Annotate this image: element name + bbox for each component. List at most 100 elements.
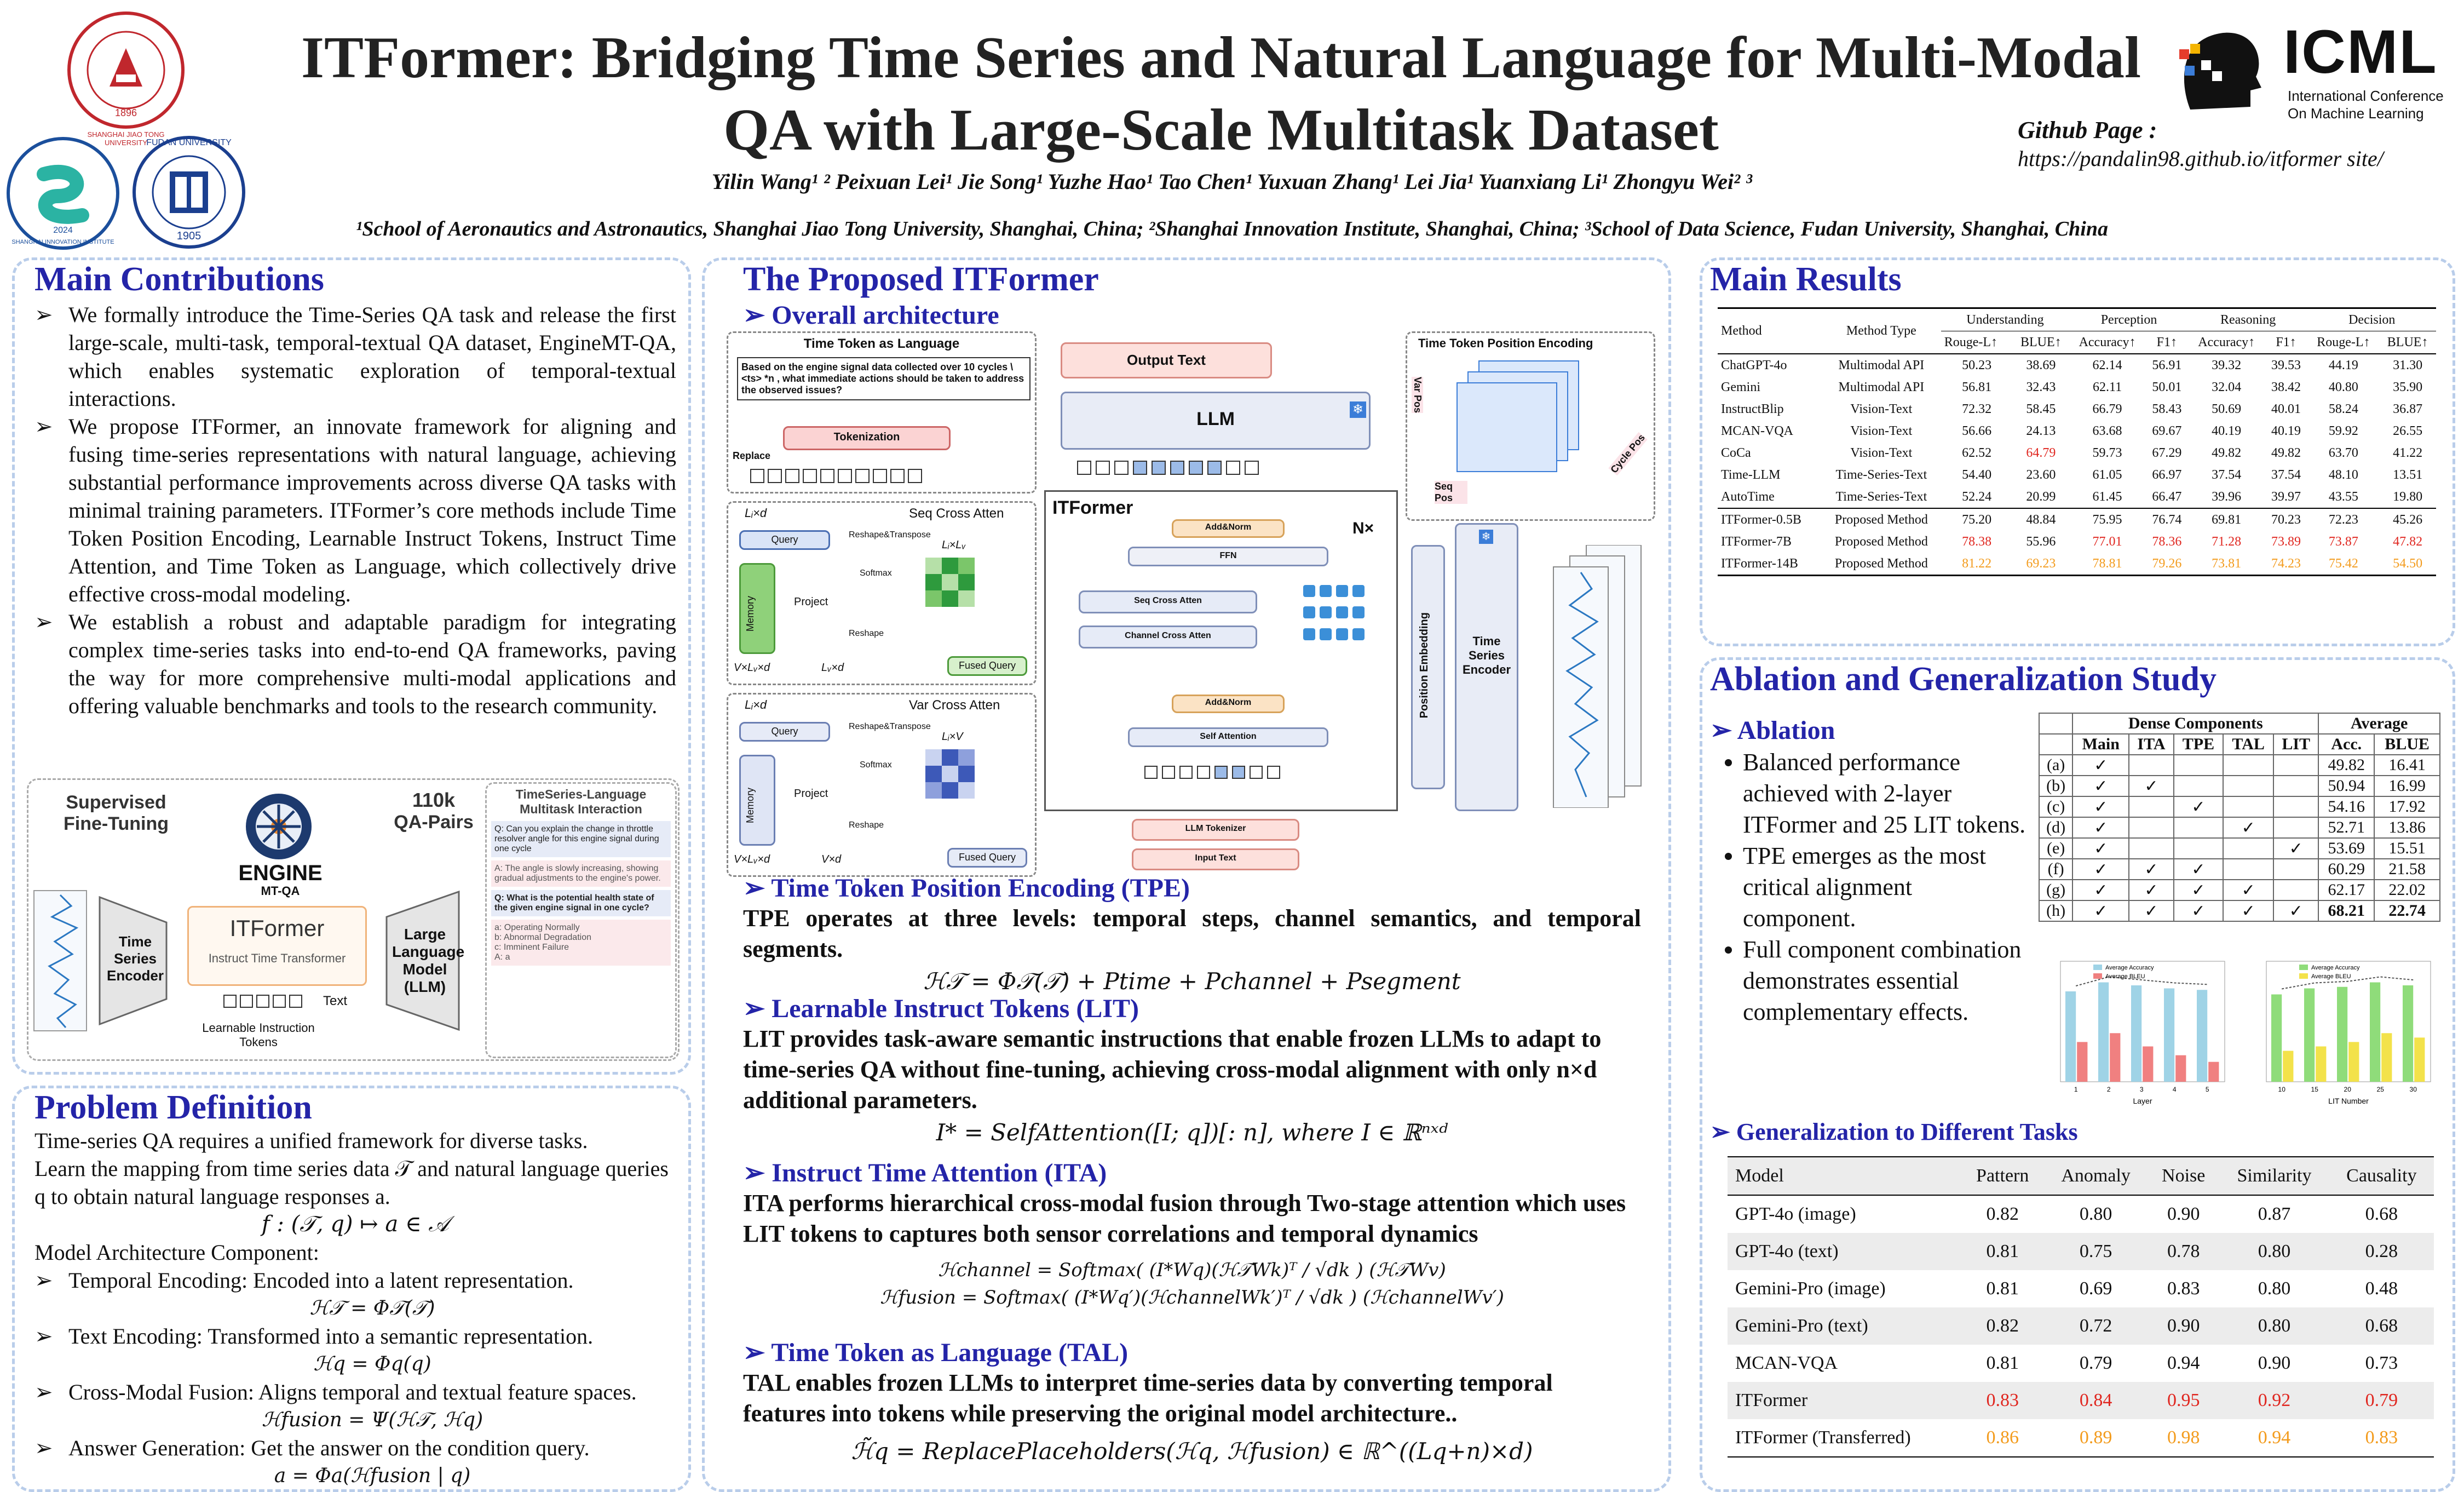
results-title: Main Results bbox=[1710, 261, 1902, 298]
dim-label: Lᵢ×d bbox=[745, 506, 767, 520]
input-text-box: Input Text bbox=[1132, 848, 1299, 870]
seq-cross-atten-title: Seq Cross Atten bbox=[909, 506, 1004, 521]
memory-label: Memory bbox=[745, 596, 756, 632]
component-eq: ℋ𝒯 = Φ𝒯(𝒯) bbox=[309, 1297, 435, 1319]
generalization-cell: 0.75 bbox=[2079, 1241, 2112, 1261]
results-header-cell: Rouge-L↑ bbox=[1944, 335, 1998, 349]
token-row bbox=[750, 469, 922, 483]
ts-encoder-label: Time Series Encoder bbox=[106, 933, 164, 984]
reshape-transpose-label: Reshape&Transpose bbox=[849, 722, 931, 731]
results-cell: 61.05 bbox=[2092, 467, 2122, 482]
reshape-transpose-label: Reshape&Transpose bbox=[849, 530, 931, 540]
generalization-cell: GPT-4o (image) bbox=[1735, 1204, 1856, 1224]
generalization-cell: 0.86 bbox=[1986, 1427, 2019, 1448]
ablation-bullet: Full component combination demonstrates … bbox=[1743, 934, 2028, 1028]
ablation-cell: ✓ bbox=[2128, 900, 2174, 922]
generalization-cell: 0.87 bbox=[2258, 1204, 2291, 1224]
results-cell: 23.60 bbox=[2026, 467, 2056, 482]
pairs-label: QA-Pairs bbox=[394, 812, 474, 833]
ts-encoder-box-label: Time Series Encoder bbox=[1462, 634, 1511, 676]
chart-tick-label: 3 bbox=[2140, 1086, 2144, 1093]
results-group-row: Method Method Type Understanding Percept… bbox=[1718, 308, 2436, 354]
ablation-cell: ✓ bbox=[2128, 858, 2174, 880]
ablation-cell bbox=[2273, 754, 2319, 776]
generalization-cell: 0.84 bbox=[2079, 1390, 2112, 1410]
results-cell: 49.82 bbox=[2271, 445, 2301, 460]
reshape-label: Reshape bbox=[849, 820, 884, 830]
results-cell: 76.74 bbox=[2152, 512, 2182, 527]
ablation-cell: (g) bbox=[2038, 879, 2074, 901]
ablation-cell bbox=[2223, 837, 2275, 859]
results-cell: MCAN-VQA bbox=[1721, 423, 1793, 438]
ablation-group-cell: Average bbox=[2318, 713, 2440, 734]
lit-token-row bbox=[223, 995, 311, 1008]
generalization-cell: 0.83 bbox=[2167, 1278, 2200, 1299]
addnorm-label: Add&Norm bbox=[1205, 698, 1252, 707]
dim-label: Lᵢ×V bbox=[942, 731, 963, 743]
results-cell: 58.43 bbox=[2152, 401, 2182, 416]
results-cell: 64.79 bbox=[2026, 445, 2056, 460]
results-cell: 40.19 bbox=[2212, 423, 2242, 438]
results-cell: 40.19 bbox=[2271, 423, 2301, 438]
ablation-cell: 16.41 bbox=[2374, 754, 2440, 776]
generalization-cell: 0.94 bbox=[2258, 1427, 2291, 1448]
ablation-header-cell: BLUE bbox=[2374, 733, 2440, 755]
chart-bar-accuracy bbox=[2403, 985, 2414, 1082]
ablation-cell: (a) bbox=[2038, 754, 2074, 776]
ttpe-title: Time Token Position Encoding bbox=[1418, 336, 1593, 350]
results-cell: 63.68 bbox=[2092, 423, 2122, 438]
chart-tick-label: 4 bbox=[2173, 1086, 2177, 1093]
ablation-cell bbox=[2173, 837, 2224, 859]
results-cell: 73.89 bbox=[2271, 534, 2301, 549]
output-text-box: Output Text bbox=[1061, 342, 1272, 378]
ablation-cell: 62.17 bbox=[2318, 879, 2375, 901]
generalization-cell: 0.90 bbox=[2167, 1204, 2200, 1224]
generalization-cell: 0.48 bbox=[2365, 1278, 2398, 1299]
ablation-cell bbox=[2173, 817, 2224, 839]
results-cell: 24.13 bbox=[2026, 423, 2056, 438]
seq-pos-label: Seq Pos bbox=[1435, 481, 1467, 504]
results-cell: 71.28 bbox=[2212, 534, 2242, 549]
ablation-cell: 60.29 bbox=[2318, 858, 2375, 880]
problem-body: Time-series QA requires a unified framew… bbox=[34, 1127, 676, 1490]
ablation-cell bbox=[2128, 754, 2174, 776]
dim-label: V×d bbox=[821, 853, 842, 865]
lit-label: Learnable Instruction Tokens bbox=[202, 1021, 315, 1049]
component-item: Answer Generation: Get the answer on the… bbox=[34, 1434, 676, 1490]
results-cell: 55.96 bbox=[2026, 534, 2056, 549]
results-cell: 32.04 bbox=[2212, 380, 2242, 394]
proposed-panel: The Proposed ITFormer Overall architectu… bbox=[702, 257, 1671, 1492]
contribution-item: We propose ITFormer, an innovate framewo… bbox=[34, 412, 676, 608]
chart-bar-accuracy bbox=[2164, 988, 2175, 1082]
results-cell: 50.01 bbox=[2152, 380, 2182, 394]
component-item: Text Encoding: Transformed into a semant… bbox=[34, 1322, 676, 1378]
eq-mapping: f : (𝒯, q) ↦ a ∈ 𝒜 bbox=[261, 1212, 450, 1237]
ablation-group-cell: Dense Components bbox=[2072, 713, 2319, 734]
results-cell: 69.81 bbox=[2212, 512, 2242, 527]
ablation-cell bbox=[2223, 775, 2275, 797]
ablation-cell bbox=[2273, 817, 2319, 839]
results-cell: Multimodal API bbox=[1838, 358, 1925, 372]
ttal-box: Time Token as Language Based on the engi… bbox=[727, 331, 1037, 493]
results-cell: 75.95 bbox=[2092, 512, 2122, 527]
timeseries-stack-icon bbox=[1553, 545, 1642, 808]
component-list: Temporal Encoding: Encoded into a latent… bbox=[34, 1266, 676, 1490]
generalization-cell: 0.94 bbox=[2167, 1353, 2200, 1373]
chart-tick-label: 1 bbox=[2074, 1086, 2078, 1093]
ablation-cell: 17.92 bbox=[2374, 796, 2440, 818]
results-cell: 54.40 bbox=[1962, 467, 1992, 482]
results-header-cell: BLUE↑ bbox=[2020, 335, 2062, 349]
github-link[interactable]: https://pandalin98.github.io/itformer si… bbox=[2018, 146, 2384, 171]
ablation-cell bbox=[2128, 837, 2174, 859]
results-cell: 62.11 bbox=[2092, 380, 2122, 394]
results-cell: 56.81 bbox=[1962, 380, 1992, 394]
results-cell: InstructBlip bbox=[1721, 401, 1784, 416]
generalization-cell: 0.28 bbox=[2365, 1241, 2398, 1261]
